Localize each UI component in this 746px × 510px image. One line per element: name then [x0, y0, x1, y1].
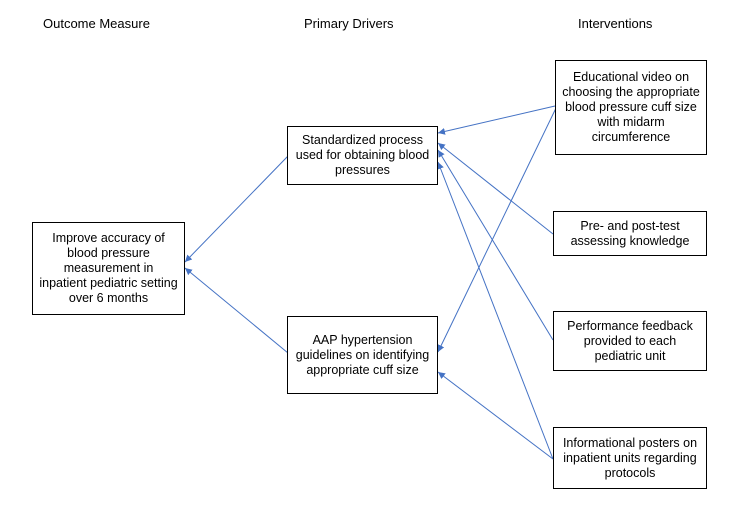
- intervention-pre-post-test-box: Pre- and post-test assessing knowledge: [553, 211, 707, 256]
- arrow-standardized-to-outcome: [184, 155, 289, 263]
- outcome-measure-box: Improve accuracy of blood pressure measu…: [32, 222, 185, 315]
- arrow-video-to-aap: [437, 105, 558, 353]
- header-primary-drivers: Primary Drivers: [304, 16, 394, 31]
- arrow-test-to-standardized: [437, 142, 554, 235]
- arrow-video-to-standardized: [437, 105, 556, 135]
- intervention-educational-video-box: Educational video on choosing the approp…: [555, 60, 707, 155]
- driver-aap-guidelines-box: AAP hypertension guidelines on identifyi…: [287, 316, 438, 394]
- driver-standardized-process-box: Standardized process used for obtaining …: [287, 126, 438, 185]
- arrow-feedback-to-standardized: [437, 149, 554, 341]
- intervention-informational-posters-box: Informational posters on inpatient units…: [553, 427, 707, 489]
- intervention-performance-feedback-box: Performance feedback provided to each pe…: [553, 311, 707, 371]
- arrow-posters-to-standardized: [437, 161, 554, 460]
- header-interventions: Interventions: [578, 16, 653, 31]
- arrow-aap-to-outcome: [184, 267, 289, 354]
- arrow-posters-to-aap: [437, 371, 554, 460]
- header-outcome-measure: Outcome Measure: [43, 16, 150, 31]
